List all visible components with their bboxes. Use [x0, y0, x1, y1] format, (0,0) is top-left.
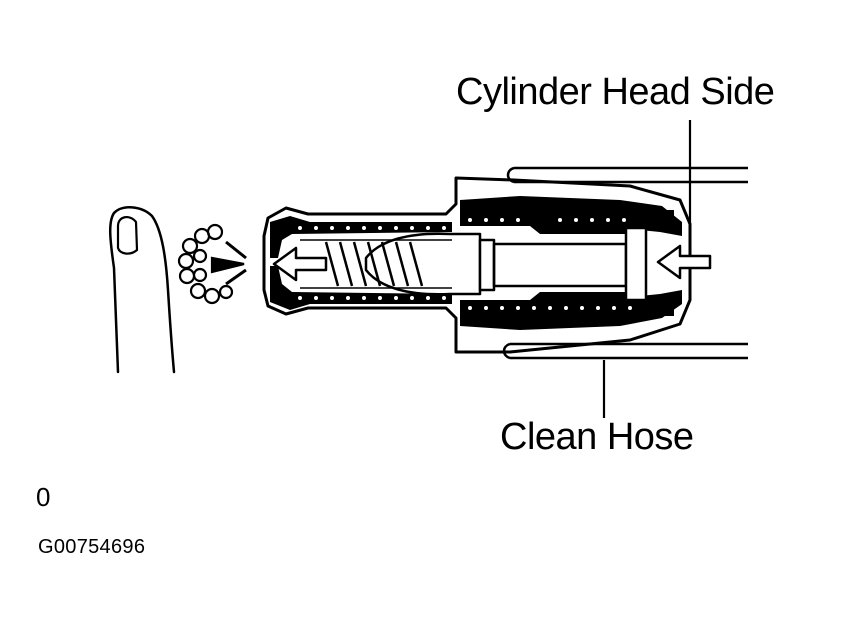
inflow-arrow-icon — [656, 244, 712, 280]
figure-code: G00754696 — [38, 536, 146, 558]
label-clean-hose: Clean Hose — [500, 416, 694, 458]
valve-plunger — [364, 214, 648, 302]
leader-lines — [602, 120, 692, 418]
valve-body — [262, 176, 692, 354]
finger-icon — [109, 206, 176, 374]
label-cylinder-head-side: Cylinder Head Side — [456, 71, 775, 113]
valve-spring-dots — [298, 218, 632, 310]
air-puff-icon — [177, 223, 247, 305]
outflow-arrow-icon — [272, 246, 328, 282]
figure-marker: 0 — [36, 482, 51, 512]
valve-spring — [300, 239, 452, 289]
